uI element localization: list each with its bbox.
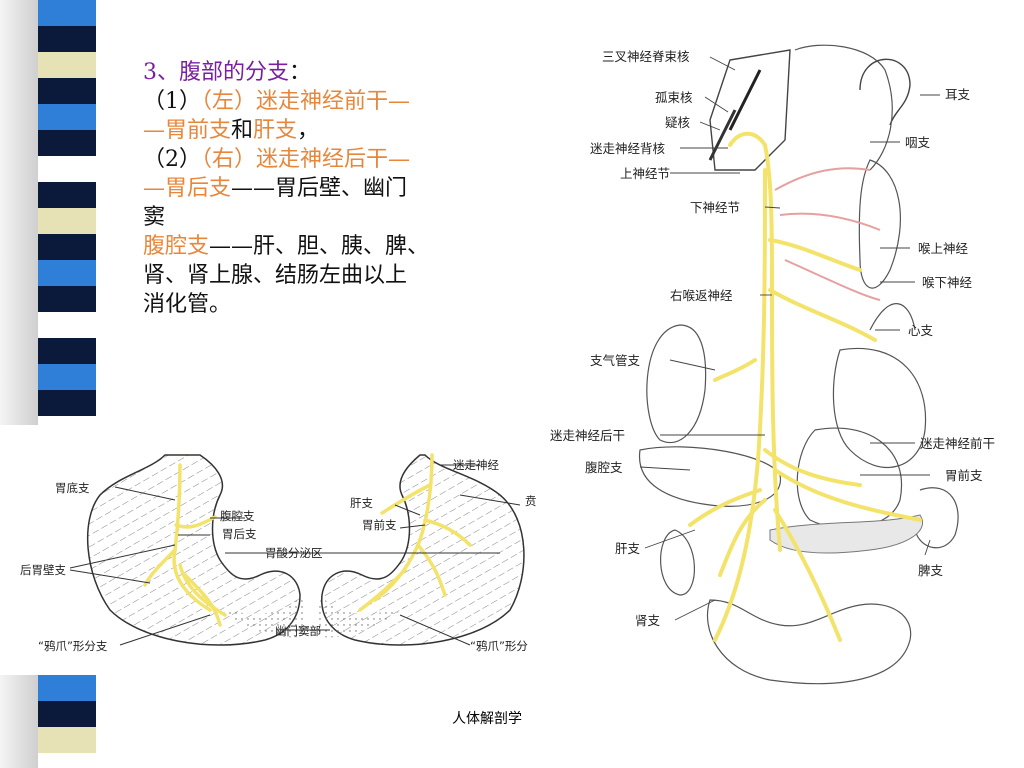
label-ambiguus: 疑核 — [665, 115, 691, 130]
stomach-diagram: 胃底支 腹腔支 胃后支 后胃壁支 胃酸分泌区 迷走神经 肝支 胃前支 贲 幽门窦… — [0, 425, 555, 675]
strip-block — [38, 364, 96, 390]
pancreas — [769, 514, 923, 554]
lung — [646, 324, 707, 444]
line-1b: —胃前支和肝支， — [143, 116, 523, 145]
strip-block — [38, 104, 96, 130]
line-3-desc: ——肝、胆、胰、脾、 — [209, 234, 430, 259]
label-trigeminal: 三叉神经脊束核 — [602, 49, 690, 64]
line-3c: 消化管。 — [143, 290, 523, 319]
label-anterior-gastric-left: 胃前支 — [362, 518, 397, 532]
label-splenic: 脾支 — [918, 563, 944, 578]
line-2c: 窦 — [143, 203, 523, 232]
strip-block — [38, 0, 96, 26]
strip-block — [38, 338, 96, 364]
heading-text: 3、腹部的分支 — [143, 60, 289, 85]
strip-block — [38, 234, 96, 260]
strip-block — [38, 52, 96, 78]
label-hepatic-left: 肝支 — [350, 496, 373, 510]
line-2-posterior-gastric: —胃后支 — [143, 176, 232, 201]
line-2-num: （2） — [143, 147, 201, 172]
label-crow-left: “鸦爪”形分支 — [38, 639, 108, 653]
line-2b: —胃后支——胃后壁、幽门 — [143, 174, 523, 203]
line-1-comma: ， — [297, 118, 320, 143]
strip-block — [38, 727, 96, 753]
label-bronchial: 支气管支 — [590, 353, 641, 368]
label-recurrent-laryngeal: 右喉返神经 — [670, 288, 733, 303]
label-gastric-fundus: 胃底支 — [55, 481, 90, 495]
kidney — [659, 529, 696, 596]
label-cardia: 贲 — [525, 494, 537, 508]
strip-block — [38, 260, 96, 286]
left-nerve-branches — [143, 463, 227, 627]
label-pharyngeal: 咽支 — [905, 135, 931, 150]
line-2-antrum: 窦 — [143, 205, 166, 230]
line-1-num: （1） — [143, 89, 201, 114]
line-3-desc-2: 肾、肾上腺、结肠左曲以上 — [143, 263, 408, 288]
line-1-anterior-gastric: —胃前支 — [143, 118, 232, 143]
label-hepatic-right: 肝支 — [615, 541, 641, 556]
larynx — [858, 159, 901, 289]
label-crow-right: “鸦爪”形分 — [470, 639, 528, 653]
line-3-desc-3: 消化管。 — [143, 292, 232, 317]
aorta — [869, 303, 916, 331]
label-anterior-gastric-right: 胃前支 — [945, 468, 983, 483]
line-3a: 腹腔支——肝、胆、胰、脾、 — [143, 232, 523, 261]
left-antrum — [210, 595, 306, 638]
strip-block — [38, 675, 96, 701]
label-vagus: 迷走神经 — [453, 458, 499, 472]
label-dorsal-nucleus: 迷走神经背核 — [590, 141, 666, 156]
heading-colon: ： — [289, 60, 312, 85]
line-1-hepatic: 肝支 — [253, 118, 298, 143]
label-cardiac: 心支 — [908, 323, 934, 338]
label-pyloric-antrum: 幽门窦部 — [275, 624, 321, 638]
footer-text: 人体解剖学 — [452, 711, 522, 727]
label-celiac-left: 腹腔支 — [220, 509, 255, 523]
strip-block — [38, 130, 96, 156]
vagus-nerve — [688, 131, 922, 642]
section-heading: 3、腹部的分支： — [143, 58, 523, 87]
ear — [859, 58, 911, 126]
liver — [639, 446, 781, 507]
strip-block — [38, 208, 96, 234]
label-renal: 肾支 — [635, 613, 661, 628]
label-solitary: 孤束核 — [655, 90, 693, 105]
line-1a: （1）（左）迷走神经前干— — [143, 87, 523, 116]
label-superior-laryngeal: 喉上神经 — [918, 241, 969, 256]
strip-block — [38, 182, 96, 208]
decorative-strip — [0, 0, 100, 768]
intestine — [706, 599, 912, 685]
strip-block — [38, 26, 96, 52]
heart — [832, 347, 927, 468]
strip-block — [38, 286, 96, 312]
vagus-diagram: 三叉神经脊束核 孤束核 疑核 迷走神经背核 上神经节 下神经节 右喉返神经 支气… — [540, 30, 1024, 700]
line-1-and: 和 — [231, 118, 254, 143]
strip-block — [38, 156, 96, 182]
label-posterior-wall: 后胃壁支 — [20, 563, 66, 577]
brainstem — [709, 49, 791, 171]
line-2a: （2）（右）迷走神经后干— — [143, 145, 523, 174]
strip-block — [38, 390, 96, 416]
spleen — [914, 487, 959, 549]
strip-block — [38, 312, 96, 338]
label-posterior-trunk: 迷走神经后干 — [550, 428, 625, 443]
line-1-left-trunk: （左）迷走神经前干— — [201, 89, 411, 114]
strip-block — [38, 701, 96, 727]
line-3b: 肾、肾上腺、结肠左曲以上 — [143, 261, 523, 290]
strip-block — [38, 78, 96, 104]
label-anterior-trunk: 迷走神经前干 — [920, 436, 995, 451]
label-auricular: 耳支 — [945, 87, 971, 102]
label-inferior-laryngeal: 喉下神经 — [922, 275, 973, 290]
label-superior-ganglion: 上神经节 — [620, 166, 670, 181]
right-nerve-branches — [358, 453, 472, 612]
label-inferior-ganglion: 下神经节 — [690, 200, 740, 215]
line-2-right-trunk: （右）迷走神经后干— — [201, 147, 411, 172]
slide-text: 3、腹部的分支： （1）（左）迷走神经前干— —胃前支和肝支， （2）（右）迷走… — [143, 58, 523, 319]
line-2-desc: ——胃后壁、幽门 — [231, 176, 408, 201]
right-antrum — [317, 595, 410, 638]
label-acid-zone: 胃酸分泌区 — [265, 546, 323, 560]
line-3-celiac: 腹腔支 — [143, 234, 210, 259]
label-posterior-gastric: 胃后支 — [222, 527, 257, 541]
label-celiac-right: 腹腔支 — [585, 460, 623, 475]
